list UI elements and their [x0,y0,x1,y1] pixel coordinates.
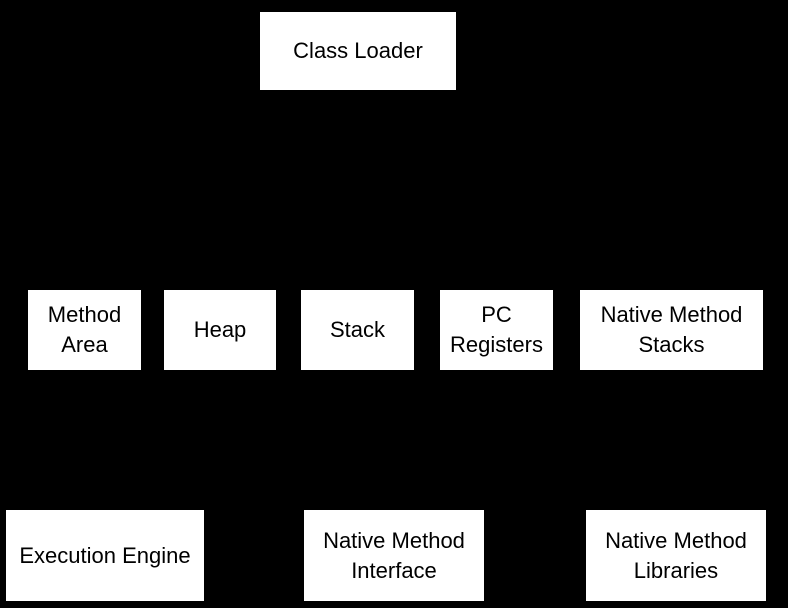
node-heap: Heap [164,290,276,370]
node-pc-registers: PC Registers [440,290,553,370]
node-class-loader: Class Loader [260,12,456,90]
node-stack: Stack [301,290,414,370]
node-native-method-libraries: Native Method Libraries [586,510,766,601]
node-execution-engine: Execution Engine [6,510,204,601]
node-native-method-interface: Native Method Interface [304,510,484,601]
node-method-area: Method Area [28,290,141,370]
node-native-method-stacks: Native Method Stacks [580,290,763,370]
